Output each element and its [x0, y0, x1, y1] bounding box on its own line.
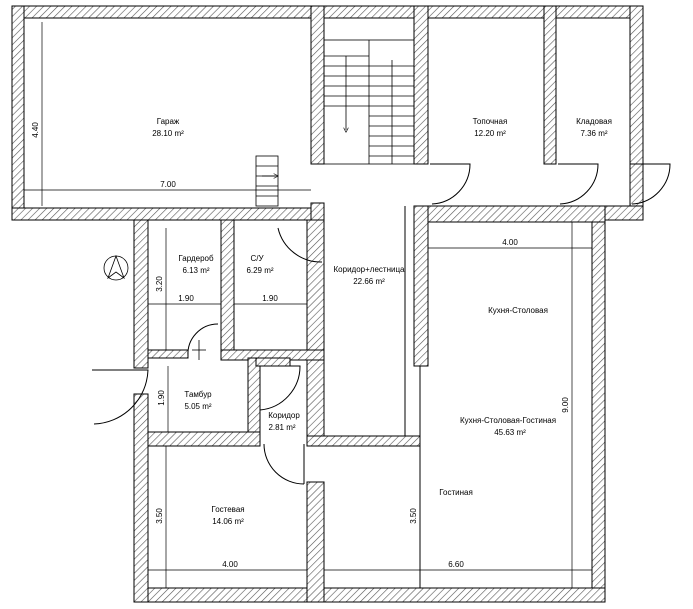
dimension-labels: 7.00 4.40 4.00 9.00 3.20 1.90 1.90 1.90 … — [31, 122, 570, 569]
dim-wardrobe-height: 3.20 — [155, 276, 164, 292]
door-storage-1 — [558, 163, 599, 205]
dim-garage-width: 7.00 — [160, 180, 176, 189]
room-living-name: Гостиная — [439, 488, 473, 497]
doors — [92, 163, 671, 485]
wall-living-top — [306, 435, 421, 447]
wall-left-lower — [133, 393, 149, 603]
stair-treads — [324, 55, 414, 157]
room-corridor-stairs-name: Коридор+лестница — [334, 265, 406, 274]
partitions — [324, 206, 421, 588]
wall-wc-corridor — [306, 219, 325, 361]
dimension-lines — [24, 22, 592, 588]
door-storage-2 — [630, 163, 671, 205]
wall-vestibule-right — [247, 357, 261, 439]
wall-wardrobe-bottom — [147, 349, 189, 359]
dim-wc-width: 1.90 — [262, 294, 278, 303]
wall-wardrobe-wc — [220, 219, 235, 357]
wall-stub-corridor — [255, 357, 291, 367]
dim-vestibule-height: 1.90 — [157, 390, 166, 406]
room-boiler-name: Топочная — [473, 117, 508, 126]
room-corridor-stairs-area: 22.66 m² — [353, 277, 385, 286]
room-storage-area: 7.36 m² — [580, 129, 607, 138]
walls — [11, 5, 644, 603]
wall-bottom — [133, 587, 606, 603]
door-wardrobe — [187, 323, 219, 357]
room-guest-area: 14.06 m² — [212, 517, 244, 526]
room-labels: Гараж 28.10 m² Топочная 12.20 m² Кладова… — [152, 117, 612, 526]
room-vestibule-name: Тамбур — [184, 390, 212, 399]
staircase — [255, 39, 415, 207]
wall-boiler-storage — [543, 5, 557, 165]
dim-living-height: 3.50 — [409, 508, 418, 524]
room-guest-name: Гостевая — [211, 505, 244, 514]
wall-garage-bottom — [11, 207, 325, 221]
room-wc-area: 6.29 m² — [246, 266, 273, 275]
wall-kitchen-right — [591, 219, 606, 603]
door-corridor — [277, 227, 323, 263]
dim-guest-width: 4.00 — [222, 560, 238, 569]
dim-kitchen-height: 9.00 — [561, 397, 570, 413]
wall-right-upper — [629, 5, 644, 221]
room-wardrobe-name: Гардероб — [178, 254, 214, 263]
room-corridor-name: Коридор — [268, 411, 300, 420]
room-garage-area: 28.10 m² — [152, 129, 184, 138]
wall-corridor-right — [306, 359, 325, 445]
room-wc-name: С/У — [250, 254, 264, 263]
room-vestibule-area: 5.05 m² — [184, 402, 211, 411]
dim-wardrobe-width: 1.90 — [178, 294, 194, 303]
room-kdl-area: 45.63 m² — [494, 428, 526, 437]
wall-left-upper — [133, 219, 149, 369]
wall-garage-left — [11, 5, 25, 221]
room-kitchen-dining-name: Кухня-Столовая — [488, 306, 548, 315]
room-wardrobe-area: 6.13 m² — [182, 266, 209, 275]
wall-kitchen-top — [413, 205, 606, 223]
door-entrance-right — [256, 365, 301, 411]
door-boiler — [430, 163, 471, 205]
wall-stairs-boiler — [413, 5, 429, 165]
north-arrow-icon — [103, 254, 129, 281]
room-boiler-area: 12.20 m² — [474, 129, 506, 138]
room-garage-name: Гараж — [157, 117, 180, 126]
door-guest — [263, 443, 305, 485]
wall-guest-living — [306, 481, 325, 603]
door-entrance-left — [92, 369, 149, 425]
room-kdl-name: Кухня-Столовая-Гостиная — [460, 416, 556, 425]
room-storage-name: Кладовая — [576, 117, 612, 126]
dim-living-width: 6.60 — [448, 560, 464, 569]
dim-kitchen-width: 4.00 — [502, 238, 518, 247]
wall-corridor-kitchen — [413, 205, 429, 367]
dim-guest-height: 3.50 — [155, 508, 164, 524]
dim-garage-height: 4.40 — [31, 122, 40, 138]
room-corridor-area: 2.81 m² — [268, 423, 295, 432]
wall-garage-stairs — [310, 5, 325, 165]
cross-marker-icon — [192, 340, 206, 360]
wall-vestibule-bottom — [147, 431, 261, 447]
